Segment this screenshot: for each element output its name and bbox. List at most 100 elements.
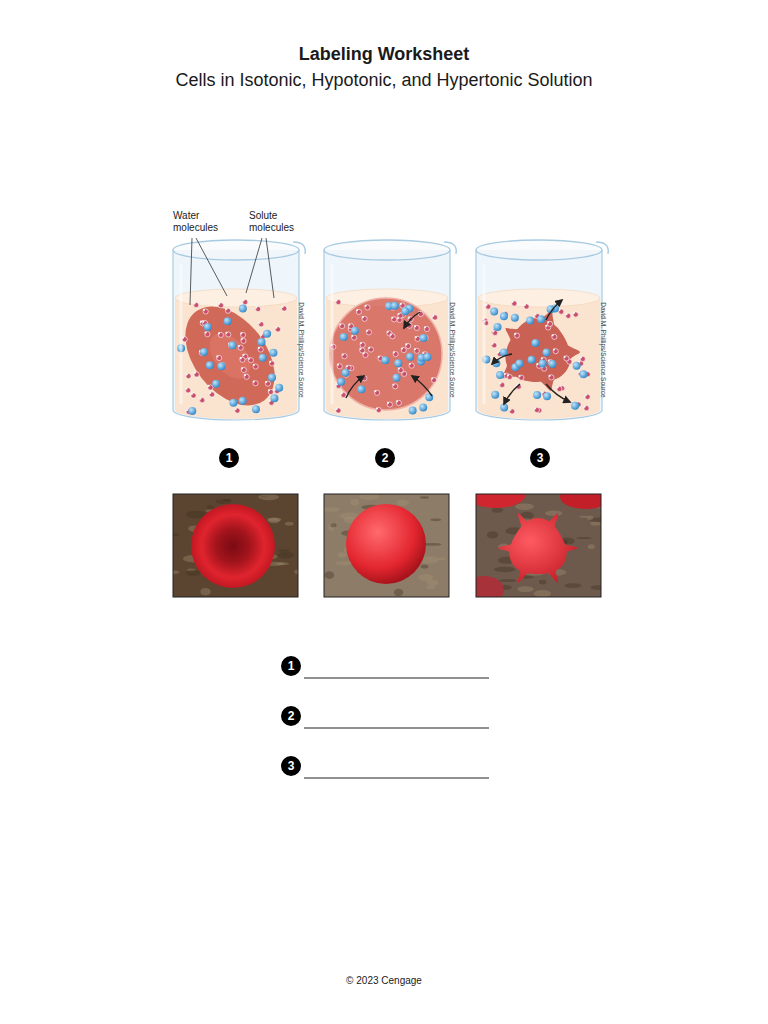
water-flow-arrow [492,354,512,364]
water-flow-arrow [346,376,364,398]
solute-molecule [537,315,545,323]
solute-molecule [357,385,365,393]
solute-molecule [351,327,359,335]
water-molecule [514,333,520,338]
solute-molecule [391,302,399,310]
part-label: Water molecules [173,210,235,234]
copyright: © 2023 Cengage [346,975,422,986]
solute-molecule [218,362,226,370]
callout-number: 3 [281,756,301,776]
solute-molecule [542,349,550,357]
callout-number: 1 [281,656,301,676]
solute-molecule [204,323,212,331]
water-molecule [387,402,393,407]
water-molecule [511,301,516,306]
worksheet-subtitle: Cells in Isotonic, Hypotonic, and Hypert… [175,70,592,91]
solute-molecule [252,405,260,413]
solute-molecule [394,359,402,367]
water-molecule [242,299,247,304]
water-molecule [580,356,586,361]
water-molecule [356,309,362,314]
solute-molecule [543,392,551,400]
callout-number: 2 [375,448,395,468]
solute-molecule [515,360,523,368]
water-molecule [509,409,515,414]
micrograph [322,493,449,597]
solute-molecule [268,374,276,382]
water-flow-arrow [504,384,520,404]
water-molecule [253,381,259,386]
beaker [167,240,305,422]
water-molecule [557,386,563,391]
water-molecule [548,375,554,380]
part-label: Solute molecules [249,210,311,234]
water-molecule [366,330,372,335]
answer-line [304,778,489,779]
water-molecule [193,302,198,307]
solute-molecule [573,362,581,370]
water-molecule [337,364,343,369]
water-molecule [393,351,399,356]
water-molecule [431,377,437,382]
solute-molecule [229,399,237,407]
water-molecule [491,343,497,348]
solute-molecule [342,369,350,377]
solute-molecule [500,404,508,412]
water-molecule [584,405,590,410]
solute-molecule [212,380,220,388]
solute-molecule [401,307,409,315]
water-molecule [360,342,366,347]
callout-number: 1 [219,448,239,468]
solute-molecule [239,397,247,405]
water-molecule [573,312,579,317]
water-molecule [275,327,281,332]
water-molecule [553,348,559,353]
water-molecule [186,373,192,378]
solute-molecule [539,360,547,368]
water-molecule [368,347,374,352]
water-molecule [362,316,368,321]
solute-molecule [263,330,271,338]
water-molecule [241,338,247,343]
photo-credit: David M. Phillips/Science Source [600,302,607,397]
solute-molecule [425,393,433,401]
solute-molecule [381,356,389,364]
solute-molecule [200,348,208,356]
water-molecule [218,332,224,337]
water-molecule [387,331,393,336]
water-molecule [415,336,421,341]
water-molecule [205,331,211,336]
leader-line [266,238,274,298]
solute-molecule [494,323,502,331]
callout-number-text: 3 [288,760,295,772]
water-molecule [398,367,404,372]
water-molecule [405,343,411,348]
water-molecule [414,348,420,353]
solute-molecule [188,407,196,415]
water-molecule [351,335,357,340]
water-molecule [182,337,188,342]
solute-molecule [500,312,508,320]
solute-molecule [269,349,277,357]
water-flow-arrow [546,384,570,402]
solute-molecule [275,384,283,392]
micrograph [167,494,301,597]
water-molecule [194,372,200,377]
callout-number: 3 [530,448,550,468]
water-molecule [336,408,342,413]
water-molecule [392,384,398,389]
water-molecule [524,304,530,309]
callout-number-text: 2 [382,452,389,464]
solute-molecule [406,353,414,361]
leader-line [246,238,262,293]
water-molecule [565,313,571,318]
red-blood-cell [502,311,580,391]
water-molecule [258,347,264,352]
water-molecule [253,364,258,369]
water-molecule [240,332,246,337]
water-molecule [218,303,224,308]
water-molecule [216,355,222,360]
water-molecule [244,374,250,379]
callout-number: 2 [281,706,301,726]
